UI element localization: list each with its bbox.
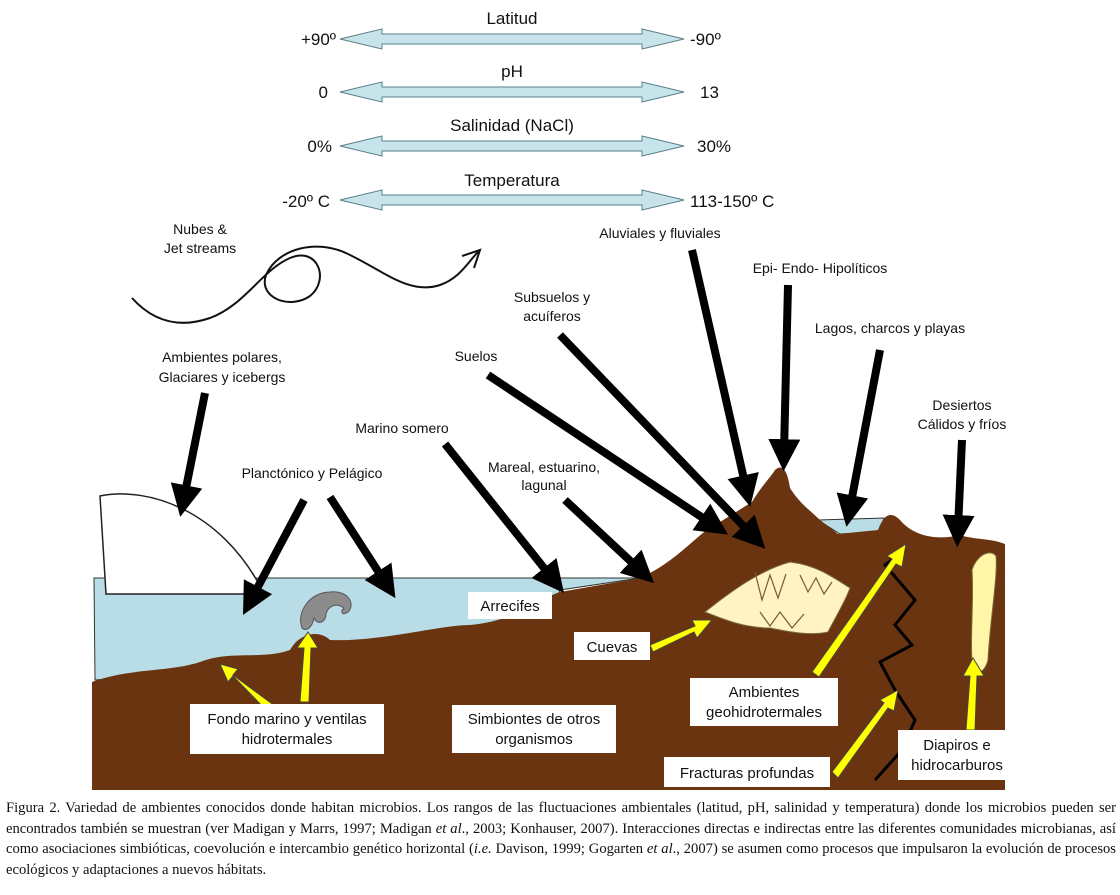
box-fracturas-text: Fracturas profundas xyxy=(680,765,814,782)
arrow-aluviales xyxy=(688,249,759,507)
yellow-arrow-geo xyxy=(811,542,907,678)
arrow-marino-somero xyxy=(441,441,564,594)
box-geo-text-1: Ambientes xyxy=(729,684,800,701)
caption-etal-1: et al xyxy=(435,820,462,837)
label-epi: Epi- Endo- Hipolíticos xyxy=(753,260,888,276)
latitud-max: -90º xyxy=(690,30,721,49)
label-marino-somero: Marino somero xyxy=(355,420,449,436)
label-mareal-1: Mareal, estuarino, xyxy=(488,459,600,475)
box-cuevas: Cuevas xyxy=(574,632,650,660)
yellow-arrow-cuevas xyxy=(649,619,714,653)
box-arrecifes-text: Arrecifes xyxy=(480,598,539,615)
latitud-min: +90º xyxy=(301,30,336,49)
label-suelos: Suelos xyxy=(455,348,498,364)
box-simbiontes-text-1: Simbiontes de otros xyxy=(468,711,601,728)
ph-max: 13 xyxy=(700,83,719,102)
cave-stalactites xyxy=(754,571,833,629)
label-nubes-2: Jet streams xyxy=(164,240,236,256)
figure-caption: Figura 2. Variedad de ambientes conocido… xyxy=(6,798,1116,880)
box-fondo: Fondo marino y ventilas hidrotermales xyxy=(190,704,384,754)
caption-part-1: Figura 2. Variedad de ambientes conocido… xyxy=(6,800,1116,837)
label-polares-2: Glaciares y icebergs xyxy=(159,369,286,385)
label-desiertos-1: Desiertos xyxy=(932,397,991,413)
label-desiertos-2: Cálidos y fríos xyxy=(918,416,1007,432)
iceberg xyxy=(99,493,261,595)
label-planctonico: Planctónico y Pelágico xyxy=(242,465,383,481)
box-geo-text-2: geohidrotermales xyxy=(706,704,822,721)
box-simbiontes: Simbiontes de otros organismos xyxy=(452,705,616,753)
label-nubes-1: Nubes & xyxy=(173,221,227,237)
latitud-title: Latitud xyxy=(486,9,537,28)
ph-title: pH xyxy=(501,62,523,81)
temperatura-title: Temperatura xyxy=(464,171,560,190)
caption-etal-2: et al xyxy=(646,841,673,857)
arrow-mareal xyxy=(562,497,655,584)
arrow-subsuelos xyxy=(557,332,766,549)
salinidad-title: Salinidad (NaCl) xyxy=(450,116,574,135)
arrow-planctonico-1 xyxy=(243,498,308,615)
diagram: Latitud +90º -90º pH 0 13 Salinidad (NaC… xyxy=(92,9,1016,790)
box-arrecifes: Arrecifes xyxy=(468,592,552,619)
caption-part-3: Davison, 1999; Gogarten xyxy=(491,841,647,857)
range-latitud: Latitud +90º -90º xyxy=(301,9,721,50)
box-simbiontes-text-2: organismos xyxy=(495,731,573,748)
label-polares-1: Ambientes polares, xyxy=(162,349,282,365)
labels: Nubes & Jet streams Ambientes polares, G… xyxy=(159,221,1007,493)
box-diapiros: Diapiros e hidrocarburos xyxy=(898,730,1016,780)
range-temperatura: Temperatura -20º C 113-150º C xyxy=(282,171,774,211)
arrow-lagos xyxy=(836,349,884,527)
yellow-arrow-fracturas xyxy=(831,689,899,779)
caption-part-2: ., 2003; Konhauser, 2007). Interacciones… xyxy=(6,820,1116,858)
arrow-desiertos xyxy=(942,439,975,548)
caption-ie: i.e. xyxy=(473,841,492,857)
yellow-arrow-fondo-2 xyxy=(296,631,319,703)
label-aluviales: Aluviales y fluviales xyxy=(599,225,720,241)
range-ph: pH 0 13 xyxy=(319,62,719,103)
box-geo: Ambientes geohidrotermales xyxy=(690,678,838,726)
salinidad-min: 0% xyxy=(307,137,332,156)
arrow-suelos xyxy=(485,371,728,535)
label-lagos: Lagos, charcos y playas xyxy=(815,320,965,336)
temperatura-max: 113-150º C xyxy=(690,192,774,211)
yellow-arrows xyxy=(219,542,985,779)
arrow-polares xyxy=(170,392,209,517)
temperatura-min: -20º C xyxy=(282,192,330,211)
box-cuevas-text: Cuevas xyxy=(587,639,638,656)
black-arrows xyxy=(170,249,975,615)
arrow-planctonico-2 xyxy=(326,494,396,599)
yellow-arrow-fondo-1 xyxy=(219,663,276,713)
box-diapiros-text-2: hidrocarburos xyxy=(911,757,1003,774)
jet-stream-line xyxy=(131,245,479,324)
box-fondo-text-1: Fondo marino y ventilas xyxy=(207,711,366,728)
label-subsuelos-2: acuíferos xyxy=(523,308,581,324)
sea-organism xyxy=(300,591,352,631)
box-fondo-text-2: hidrotermales xyxy=(242,731,333,748)
label-mareal-2: lagunal xyxy=(521,477,566,493)
box-diapiros-text-1: Diapiros e xyxy=(923,737,991,754)
ph-min: 0 xyxy=(319,83,328,102)
range-salinidad: Salinidad (NaCl) 0% 30% xyxy=(307,116,731,157)
box-fracturas: Fracturas profundas xyxy=(664,757,830,787)
yellow-arrow-diapiros xyxy=(962,657,985,731)
salinidad-max: 30% xyxy=(697,137,731,156)
diapir xyxy=(970,552,997,673)
label-subsuelos-1: Subsuelos y xyxy=(514,289,590,305)
arrow-epi xyxy=(768,284,801,472)
caption-part-4: ., 2007) se asumen como procesos que imp… xyxy=(6,841,1116,878)
jet-stream-arrowhead xyxy=(461,248,482,269)
